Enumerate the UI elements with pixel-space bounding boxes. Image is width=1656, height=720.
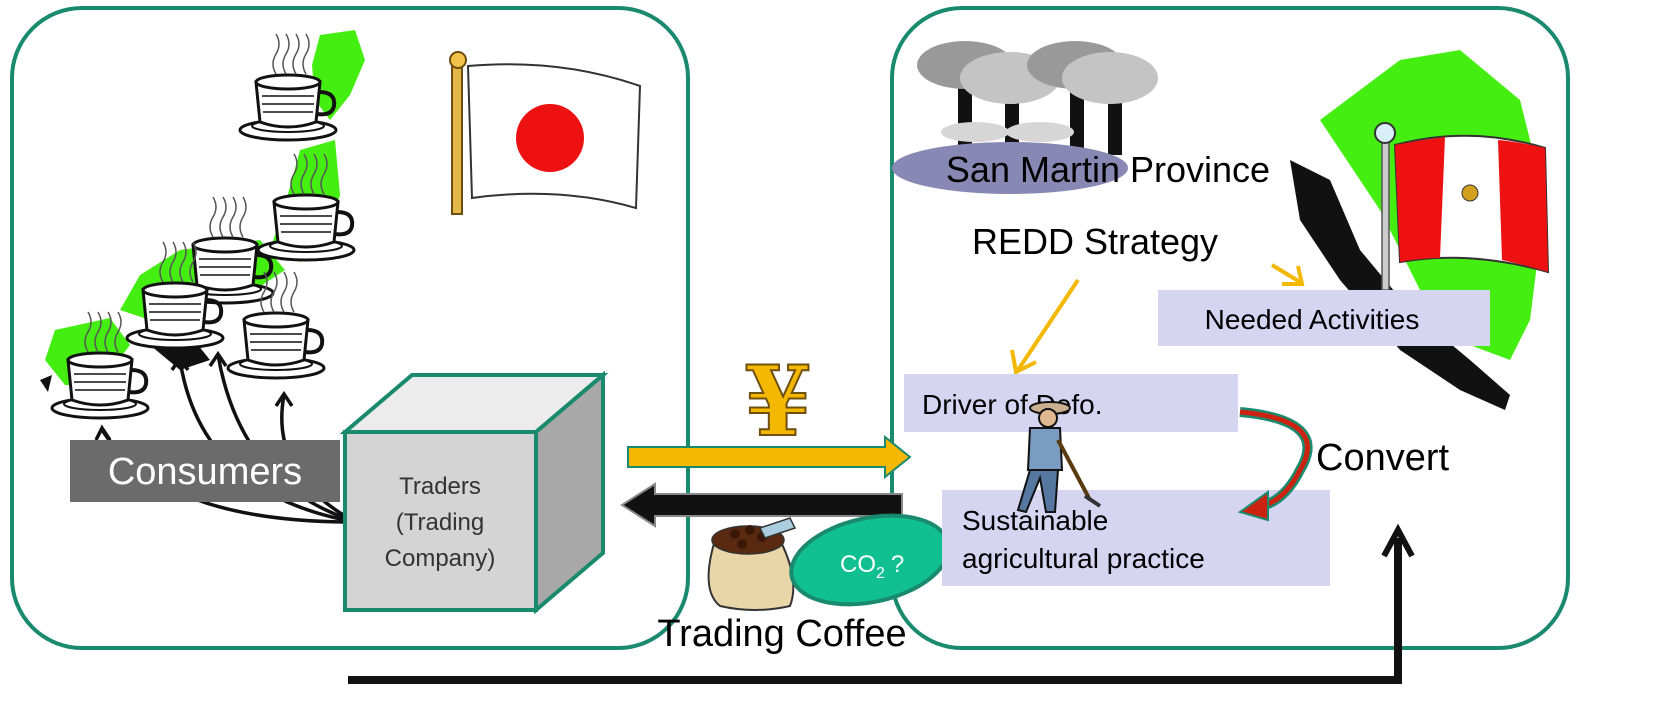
traders-label-line2: (Trading <box>396 509 484 536</box>
yen-symbol: ¥ <box>745 345 812 458</box>
province-ellipse <box>892 142 1128 194</box>
trading-coffee-label: Trading Coffee <box>657 613 906 655</box>
driver-label: Driver of Defo. <box>922 389 1103 420</box>
traders-label-line1: Traders <box>399 473 481 500</box>
convert-feedback-arrow <box>348 523 1415 684</box>
sustainable-label-line1: Sustainable <box>962 505 1108 536</box>
consumers-label: Consumers <box>108 451 302 493</box>
japan-flag-icon <box>449 51 642 215</box>
sustainable-label-line2: agricultural practice <box>962 543 1205 574</box>
province-label: San Martin Province <box>946 149 1270 190</box>
co2-question: ? <box>891 551 904 578</box>
convert-label: Convert <box>1316 437 1449 479</box>
tree-icon <box>917 41 1158 155</box>
driver-box <box>904 374 1238 432</box>
strategy-label: REDD Strategy <box>972 221 1218 262</box>
convert-arrow <box>1237 407 1313 522</box>
peru-flag-icon <box>1374 122 1550 291</box>
traders-label-line3: Company) <box>385 545 496 572</box>
consumers-box <box>70 440 340 502</box>
needed-activities-box <box>1158 290 1490 346</box>
co2-label: CO2? <box>840 551 904 582</box>
strategy-arrows <box>1010 263 1305 375</box>
farmer-icon <box>1016 401 1102 514</box>
coffee-sack-icon <box>707 517 797 611</box>
co2-text: CO <box>840 551 876 578</box>
co2-subscript: 2 <box>876 565 885 582</box>
money-flow-arrow <box>627 434 912 480</box>
traders-cube <box>339 370 609 615</box>
coffee-flow-arrow <box>620 482 903 528</box>
needed-activities-label: Needed Activities <box>1205 304 1420 335</box>
